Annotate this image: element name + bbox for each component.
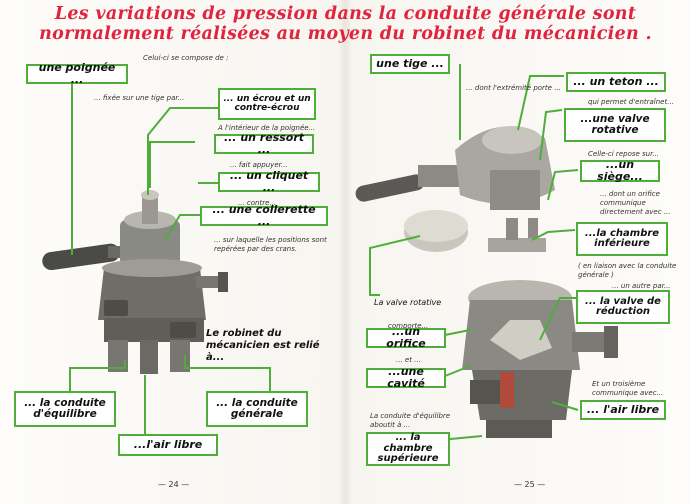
box-teton: ... un teton ... <box>566 72 666 92</box>
box-conduite-equilibre: ... la conduite d'équilibre <box>14 391 116 427</box>
text-extremite: ... dont l'extrémité porte ... <box>466 84 561 92</box>
page-number-right: — 25 — <box>514 480 546 489</box>
box-collerette: ... une collerette ... <box>200 204 328 227</box>
handle-illustration-right <box>355 126 555 252</box>
text-appuyer: ... fait appuyer... <box>230 161 288 169</box>
box-poignee: une poignée ... <box>26 62 128 85</box>
text-orifice-communique: ... dont un orifice communique directeme… <box>600 190 671 216</box>
text-liaison: ( en liaison avec la conduite générale ) <box>578 262 677 279</box>
text-et: ... et ... <box>396 356 421 364</box>
text-valve-label: La valve rotative <box>374 298 442 307</box>
text-autre: ... un autre par... <box>612 282 671 290</box>
box-siege: ...un siège... <box>580 159 660 182</box>
box-ecrou: ... un écrou et un contre-écrou <box>218 88 316 120</box>
text-entrainer: qui permet d'entraînet... <box>588 98 674 106</box>
box-ressort: ... un ressort ... <box>214 132 314 155</box>
heading-line-2: normalement réalisées au moyen du robine… <box>39 24 652 44</box>
box-air-libre-left: ...l'air libre <box>118 434 218 456</box>
box-chambre-superieure: ... la chambre supérieure <box>366 432 450 466</box>
text-positions: ... sur laquelle les positions sont repé… <box>214 236 327 253</box>
heading-line-1: Les variations de pression dans la condu… <box>54 4 637 24</box>
valve-illustration-left <box>42 190 228 374</box>
text-interieur: A l'intérieur de la poignée... <box>218 124 316 132</box>
box-orifice: ...un orifice <box>366 326 446 349</box>
box-valve-reduction: ... la valve de réduction <box>576 290 670 324</box>
intro-text: Celui-ci se compose de : <box>143 54 229 62</box>
box-conduite-generale: ... la conduite générale <box>206 391 308 427</box>
box-valve-rotative: ...une valve rotative <box>564 108 666 142</box>
connector-lines <box>69 64 579 441</box>
box-air-libre-right: ... l'air libre <box>580 400 666 420</box>
text-repose: Celle-ci repose sur... <box>588 150 660 158</box>
box-cavite: ...une cavité <box>366 366 446 389</box>
text-equilibre-aboutit: La conduite d'équilibre aboutit à ... <box>370 412 451 429</box>
text-fixee: ... fixée sur une tige par... <box>94 94 185 102</box>
box-chambre-inferieure: ...la chambre inférieure <box>576 222 668 256</box>
text-comporte: comporte... <box>388 322 429 330</box>
page-number-left: — 24 — <box>158 480 190 489</box>
text-contre: ... contre... <box>238 199 277 207</box>
box-cliquet: ... un cliquet ... <box>218 170 320 193</box>
box-tige: une tige ... <box>370 54 450 74</box>
text-relie: Le robinet du mécanicien est relié à... <box>206 328 320 363</box>
text-troisieme: Et un troisième communique avec... <box>592 380 664 397</box>
